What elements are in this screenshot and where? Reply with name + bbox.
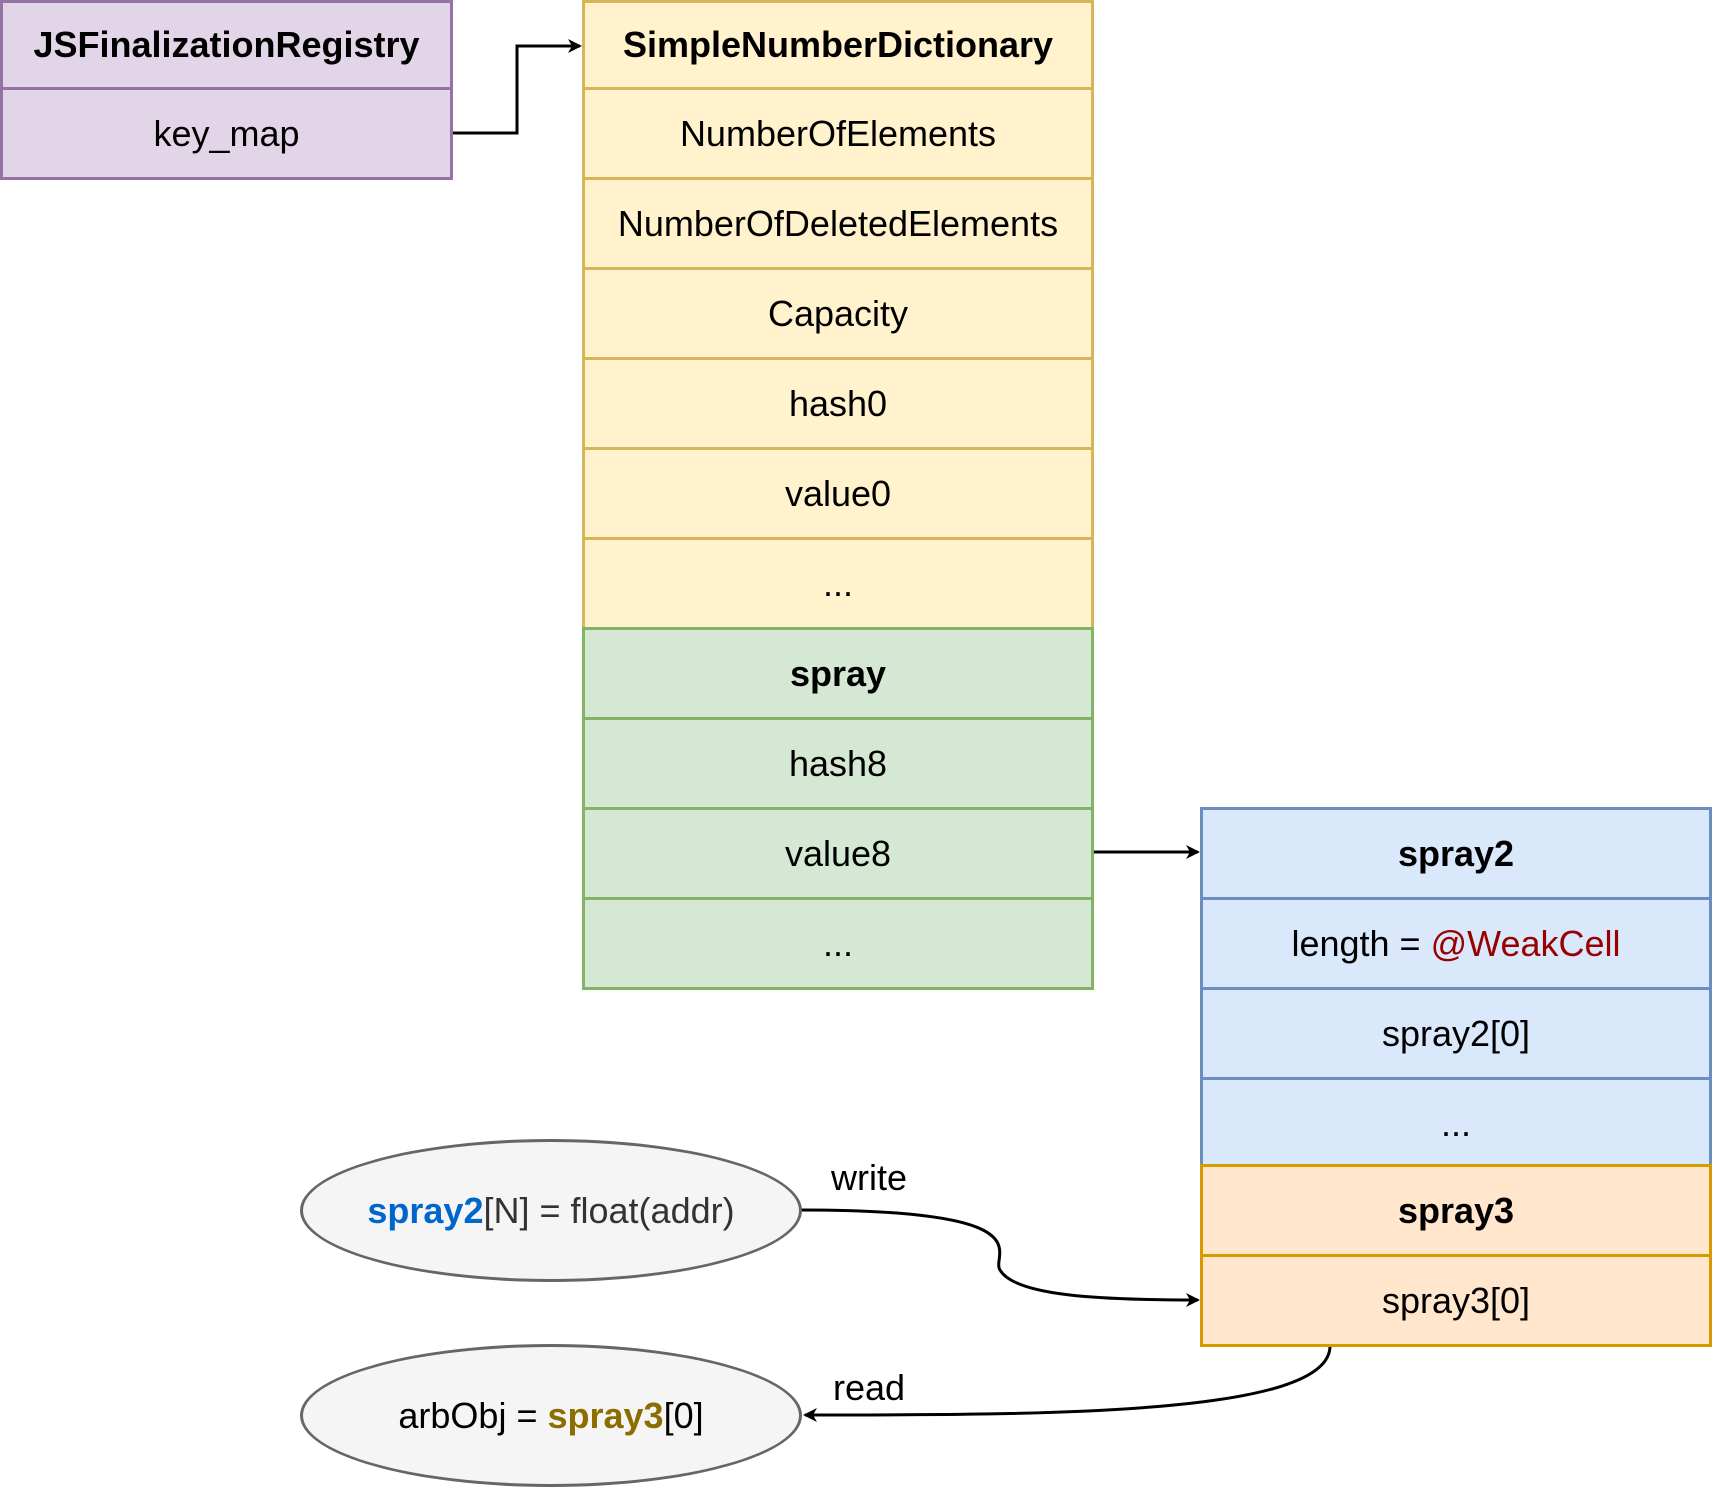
read-op-var: spray3 [547,1394,664,1436]
spray-row: ... [582,897,1094,990]
spray3-title: spray3 [1200,1164,1712,1257]
dictionary-row: value0 [582,447,1094,540]
spray2-row: ... [1200,1077,1712,1170]
read-arrow [803,1345,1332,1422]
spray-row: hash8 [582,717,1094,810]
spray-title: spray [582,627,1094,720]
read-operation-node: arbObj = spray3[0] [300,1344,802,1487]
write-edge-label: write [831,1157,908,1198]
dictionary-row: NumberOfElements [582,87,1094,180]
read-op-prefix: arbObj = [398,1394,548,1436]
read-edge-label: read [833,1367,906,1408]
spray2-row: spray2[0] [1200,987,1712,1080]
write-op-rest: [N] = float(addr) [483,1189,735,1231]
registry-title: JSFinalizationRegistry [0,0,453,90]
spray3-row: spray3[0] [1200,1254,1712,1347]
read-op-rest: [0] [663,1394,704,1436]
dictionary-row: hash0 [582,357,1094,450]
weakcell-value: @WeakCell [1430,922,1621,964]
spray2-title: spray2 [1200,807,1712,900]
registry-key-map-text: key_map [153,112,300,154]
write-operation-node: spray2[N] = float(addr) [300,1139,802,1282]
spray-row-value8: value8 [582,807,1094,900]
dictionary-row: ... [582,537,1094,630]
write-op-var: spray2 [367,1189,484,1231]
registry-title-text: JSFinalizationRegistry [33,24,420,65]
dictionary-row: NumberOfDeletedElements [582,177,1094,270]
spray2-length-row: length = @WeakCell [1200,897,1712,990]
spray2-length-label: length = [1291,922,1431,964]
dictionary-title: SimpleNumberDictionary [582,0,1094,90]
registry-key-map: key_map [0,87,453,180]
keymap-to-dictionary-arrow [452,39,582,135]
dictionary-row: Capacity [582,267,1094,360]
write-arrow [800,1208,1200,1307]
